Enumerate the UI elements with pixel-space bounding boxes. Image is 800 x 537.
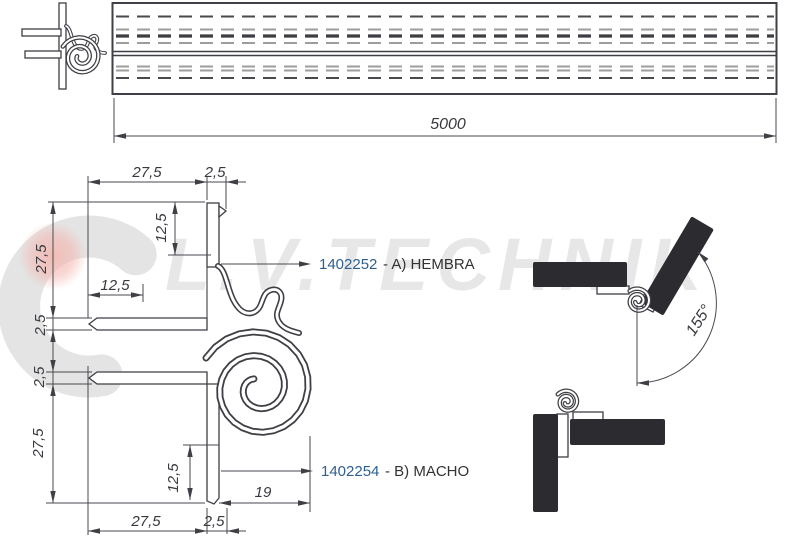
open-view-panel-horizontal	[533, 262, 627, 287]
dim-left-upper-label: 27,5	[33, 244, 50, 275]
macho-name: - B) MACHO	[385, 463, 469, 480]
logo-swirl-icon	[0, 215, 157, 398]
dim-lower-offset-label: 12,5	[165, 463, 182, 493]
dim-left-lower-label: 27,5	[30, 428, 47, 459]
part-label-hembra: 1402252 - A) HEMBRA	[221, 256, 475, 273]
dim-upper-inset: 12,5	[88, 277, 143, 298]
dim-lower-offset: 12,5	[165, 445, 193, 500]
open-view-panel-tilted	[641, 216, 714, 315]
icon-macho-spiral	[60, 35, 101, 75]
assembled-profile-icon	[21, 2, 107, 90]
hembra-code: 1402252	[319, 256, 377, 273]
profile-length-view	[111, 2, 778, 95]
macho-code: 1402254	[321, 463, 379, 480]
watermark: L.V.TECHNIK	[0, 215, 703, 398]
dim-bottom-width-label: 27,5	[130, 513, 161, 530]
hembra-name: - A) HEMBRA	[383, 256, 475, 273]
closed-view-panel-vertical	[533, 414, 558, 512]
open-view-hinge-curl	[627, 286, 652, 313]
macho-spiral	[202, 328, 312, 436]
dim-hook-depth-label: 19	[255, 484, 272, 501]
dim-bar-length: 5000	[113, 98, 777, 143]
dim-upper-offset-label: 12,5	[153, 213, 170, 243]
cross-section-view	[87, 202, 312, 505]
dim-top-lip-label: 2,5	[204, 164, 227, 181]
dim-hook-depth: 19	[219, 484, 310, 506]
part-label-macho: 1402254 - B) MACHO	[221, 463, 469, 480]
hembra-profile	[87, 202, 302, 336]
dim-left-column: 27,5 2,5 2,5 27,5	[30, 202, 56, 503]
extension-lines	[46, 176, 311, 535]
dim-top-width-label: 27,5	[131, 164, 162, 181]
dim-lip-a-label: 2,5	[32, 314, 49, 337]
dim-bottom-lip-label: 2,5	[203, 513, 226, 530]
dim-upper-inset-label: 12,5	[100, 277, 130, 294]
macho-profile	[87, 328, 312, 505]
dim-lip-b-label: 2,5	[31, 366, 48, 389]
dim-upper-offset: 12,5	[153, 202, 178, 255]
hinge-closed-view	[533, 388, 665, 512]
closed-view-panel-horizontal	[570, 419, 665, 445]
closed-view-hinge-curl	[555, 388, 580, 413]
dim-bottom-widths: 27,5 2,5	[88, 513, 246, 534]
dim-bar-length-label: 5000	[430, 116, 466, 133]
dim-top-widths: 27,5 2,5	[88, 164, 246, 185]
